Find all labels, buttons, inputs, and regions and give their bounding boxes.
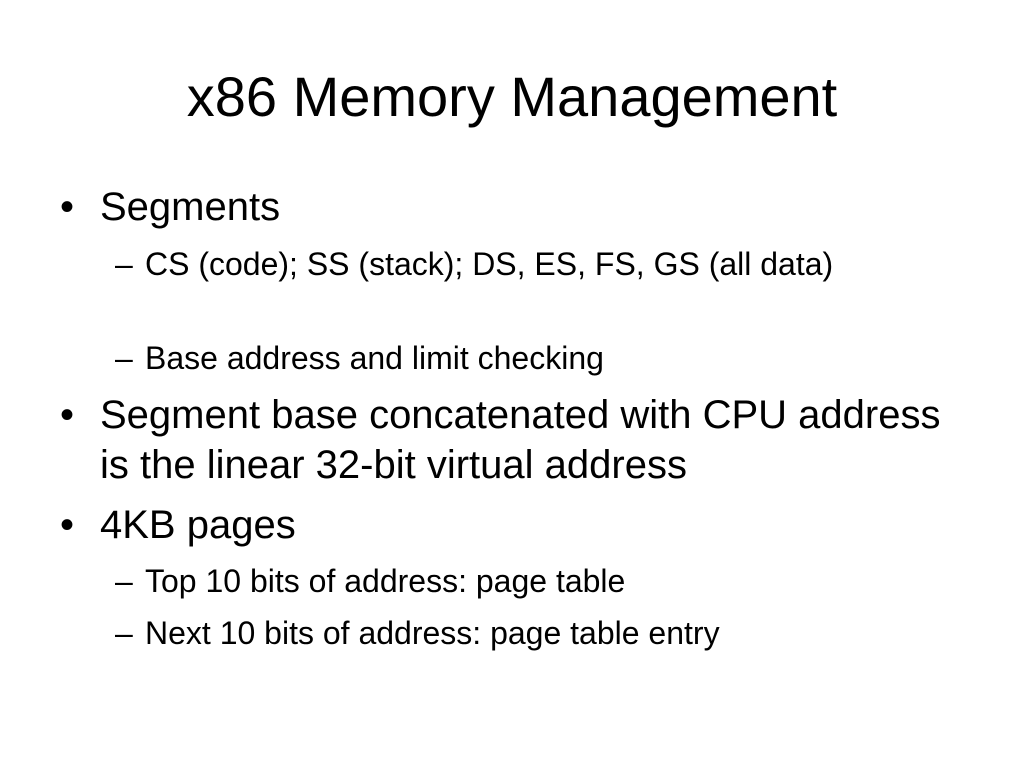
subitem-segment-registers: – CS (code); SS (stack); DS, ES, FS, GS … xyxy=(115,244,915,284)
subitem-next-10-bits: – Next 10 bits of address: page table en… xyxy=(115,613,915,653)
bullet-text: Segments xyxy=(100,185,281,229)
bullet-marker: • xyxy=(60,503,75,547)
dash-marker: – xyxy=(115,246,133,282)
subitem-text: Next 10 bits of address: page table entr… xyxy=(145,615,720,651)
subitem-text: Base address and limit checking xyxy=(145,340,604,376)
subitem-text: Top 10 bits of address: page table xyxy=(145,563,626,599)
subitem-base-address: – Base address and limit checking xyxy=(115,338,915,378)
slide-title: x86 Memory Management xyxy=(186,65,838,128)
bullet-text: 4KB pages xyxy=(100,503,296,547)
bullet-segments: • Segments xyxy=(60,182,960,232)
bullet-marker: • xyxy=(60,393,75,437)
subitem-text: CS (code); SS (stack); DS, ES, FS, GS (a… xyxy=(145,246,834,282)
dash-marker: – xyxy=(115,563,133,599)
bullet-segment-base: • Segment base concatenated with CPU add… xyxy=(60,390,960,490)
subitem-top-10-bits: – Top 10 bits of address: page table xyxy=(115,561,915,601)
bullet-4kb-pages: • 4KB pages xyxy=(60,500,960,550)
dash-marker: – xyxy=(115,615,133,651)
bullet-text: Segment base concatenated with CPU addre… xyxy=(100,393,941,487)
bullet-marker: • xyxy=(60,185,75,229)
dash-marker: – xyxy=(115,340,133,376)
